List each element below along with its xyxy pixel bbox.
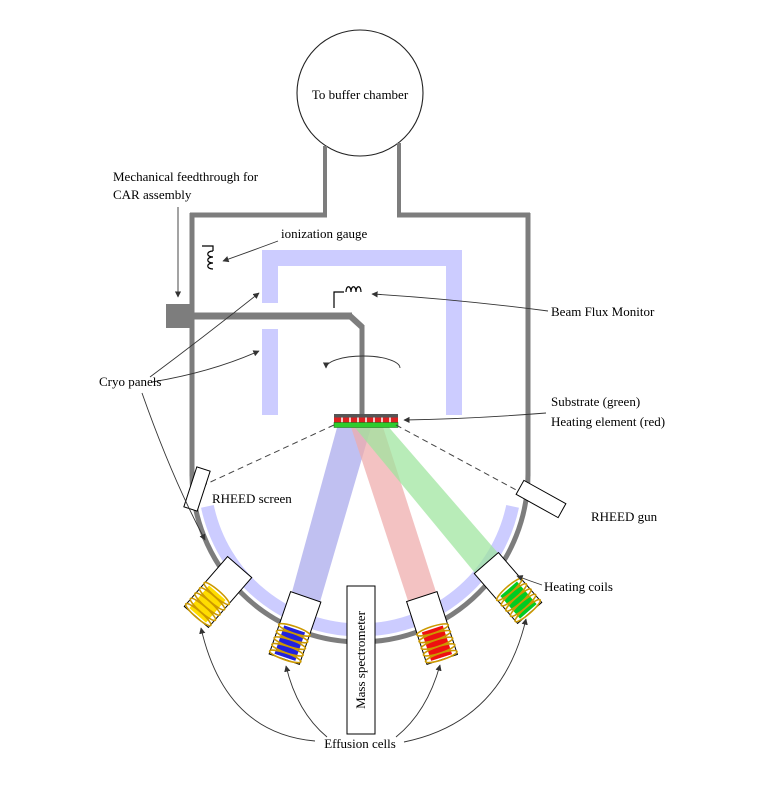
label-buffer-chamber: To buffer chamber	[312, 87, 409, 102]
arrow-cryo-panel-1	[149, 292, 260, 378]
bfm-coil	[345, 286, 362, 293]
beam-red	[350, 424, 436, 601]
arrow-cryo-panel-3	[141, 392, 206, 541]
arrow-substrate	[403, 412, 547, 424]
effusion-cell-red	[405, 591, 459, 665]
cell-charge	[189, 585, 226, 623]
gauge-coil	[207, 250, 214, 270]
label-rheed-gun: RHEED gun	[591, 509, 658, 524]
rheed-screen-plate	[183, 466, 211, 512]
gauge-hook	[202, 245, 214, 251]
mass-spectrometer: Mass spectrometer	[346, 585, 376, 735]
beam-blue	[292, 424, 372, 602]
label-feedthrough-line2: CAR assembly	[113, 187, 192, 202]
label-beam-flux-monitor: Beam Flux Monitor	[551, 304, 655, 319]
arrow-cryo-panel-2	[151, 350, 260, 383]
heater-segments	[341, 417, 391, 423]
effusion-cell-blue	[268, 590, 322, 666]
label-substrate: Substrate (green)	[551, 394, 640, 409]
cell-charge	[500, 581, 537, 619]
arrow-effusion-yellow	[199, 627, 316, 742]
label-heating-element: Heating element (red)	[551, 414, 665, 429]
labels: To buffer chamber Mechanical feedthrough…	[99, 87, 665, 751]
rheed-screen	[183, 466, 211, 512]
beam-flux-monitor-symbol	[333, 286, 362, 308]
label-feedthrough-line1: Mechanical feedthrough for	[113, 169, 259, 184]
arrow-ionization-gauge	[222, 240, 279, 263]
substrate-plate	[333, 422, 399, 428]
label-ionization-gauge: ionization gauge	[281, 226, 368, 241]
buffer-chamber-circle	[296, 29, 424, 157]
mass-spectrometer-body	[346, 585, 376, 735]
mass-spectrometer-label: Mass spectrometer	[353, 610, 368, 709]
substrate-holder	[334, 414, 398, 418]
rheed-path-right	[395, 424, 521, 493]
ionization-gauge-symbol	[202, 245, 214, 270]
label-heating-coils: Heating coils	[544, 579, 613, 594]
heating-coil	[184, 581, 231, 627]
heating-coil	[416, 623, 458, 664]
arrow-effusion-red	[395, 664, 442, 738]
arrow-effusion-blue	[284, 665, 328, 738]
molecular-beams	[292, 424, 498, 602]
arrow-heating-coils	[516, 575, 543, 586]
rheed-path-left	[203, 424, 335, 486]
heating-coil	[495, 577, 542, 623]
label-rheed-screen: RHEED screen	[212, 491, 292, 506]
label-cryo-panels: Cryo panels	[99, 374, 161, 389]
manipulator-arm	[166, 304, 365, 414]
substrate-assembly	[333, 414, 399, 428]
arrow-beam-flux-monitor	[371, 291, 549, 312]
arrow-effusion-green	[403, 618, 528, 743]
effusion-cell-yellow	[183, 555, 253, 629]
bfm-bracket	[333, 291, 344, 308]
label-effusion-cells: Effusion cells	[324, 736, 396, 751]
beam-green	[352, 424, 498, 573]
heating-coil	[268, 622, 311, 664]
annotation-arrows	[141, 207, 549, 743]
rheed-gun	[515, 479, 567, 519]
rheed-gun-body	[515, 479, 567, 519]
rotation-arrow	[322, 355, 401, 369]
